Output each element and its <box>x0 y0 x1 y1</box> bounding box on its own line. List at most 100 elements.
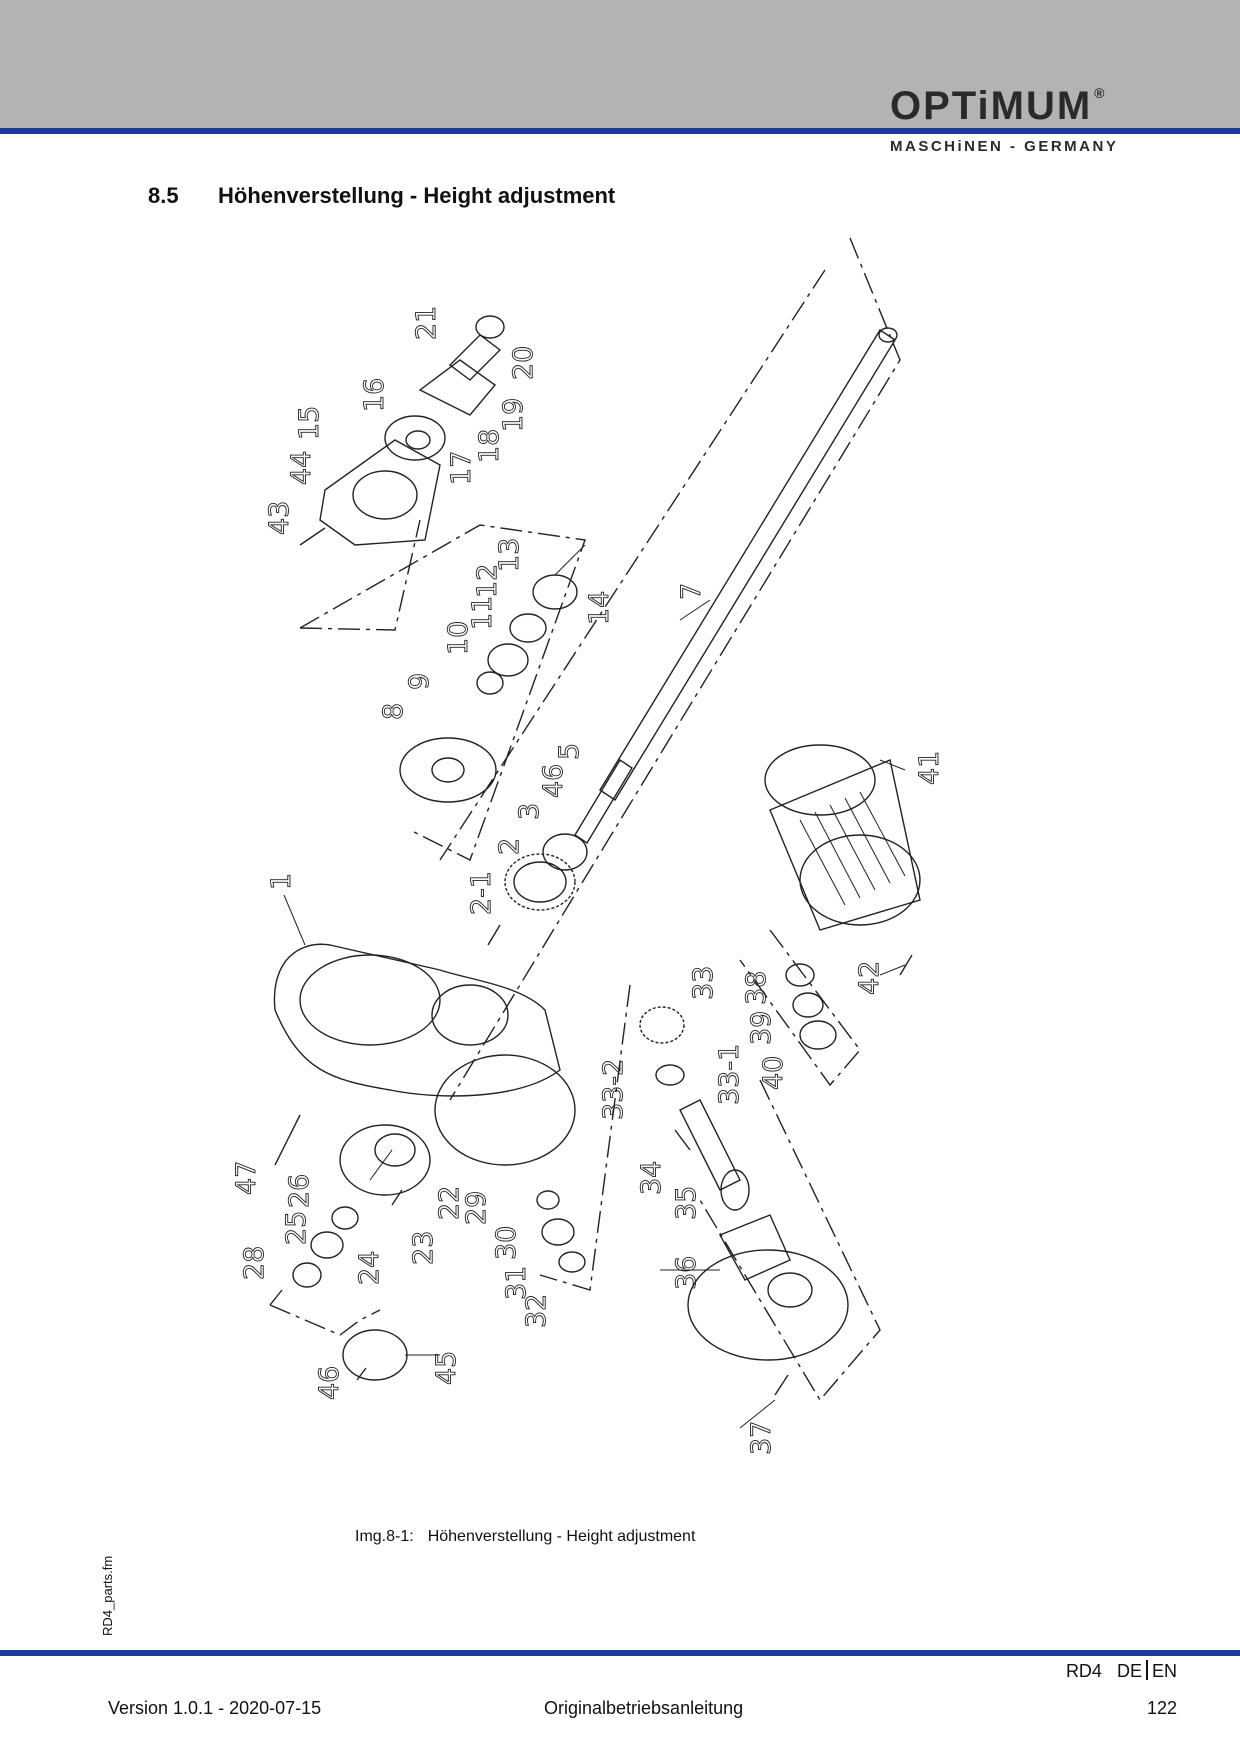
flange-part-22 <box>339 1124 431 1196</box>
screw-part-43 <box>299 527 326 546</box>
callout-13: 13 <box>494 538 525 572</box>
motor-flange-part-36 <box>687 1249 849 1361</box>
callout-9: 9 <box>404 673 435 690</box>
callout-2: 2 <box>494 838 525 855</box>
callout-46-lower: 46 <box>314 1366 345 1400</box>
callout-21: 21 <box>411 306 442 340</box>
callout-46-upper: 46 <box>538 764 569 798</box>
callout-39: 39 <box>746 1011 777 1045</box>
flange-part-18 <box>418 359 497 416</box>
sleeve-part-21 <box>448 334 502 381</box>
callout-19: 19 <box>498 398 529 432</box>
callout-26: 26 <box>284 1174 315 1208</box>
callout-10: 10 <box>443 621 474 655</box>
dash-boundary-shaft-inner <box>439 269 826 861</box>
footer-lang-separator <box>1145 1660 1148 1680</box>
callout-38: 38 <box>741 971 772 1005</box>
callout-44: 44 <box>286 451 317 485</box>
screw-part-37 <box>774 1374 789 1396</box>
shaft-part-35 <box>679 1099 741 1191</box>
callout-37: 37 <box>746 1421 777 1455</box>
footer-page-number: 122 <box>1146 1698 1177 1718</box>
ring-part-40 <box>799 1020 837 1050</box>
gearbox-housing-part-1 <box>273 943 561 1097</box>
callout-18: 18 <box>474 429 505 463</box>
callout-33-2: 33-2 <box>598 1059 629 1120</box>
ring-part-33-1 <box>655 1064 685 1086</box>
callout-23: 23 <box>408 1231 439 1265</box>
housing-bore <box>352 470 418 520</box>
section-title: Höhenverstellung - Height adjustment <box>218 183 616 208</box>
callout-29: 29 <box>461 1191 492 1225</box>
section-number: 8.5 <box>148 183 179 208</box>
footer-doc-type: Originalbetriebsanleitung <box>544 1698 744 1718</box>
callout-8: 8 <box>378 703 409 720</box>
footer-lang-de: DE <box>1116 1661 1142 1681</box>
flange-part-8 <box>399 737 497 803</box>
callout-32: 32 <box>521 1294 552 1328</box>
callout-47: 47 <box>231 1161 262 1195</box>
footer-rule <box>0 1650 1240 1656</box>
footer-version: Version 1.0.1 - 2020-07-15 <box>108 1698 322 1718</box>
callout-3: 3 <box>514 803 545 820</box>
housing-cover-flange <box>434 1054 576 1166</box>
worm-wheel-part-2 <box>504 853 576 911</box>
bearing-part-38 <box>785 963 815 987</box>
callout-30: 30 <box>491 1226 522 1260</box>
callout-17: 17 <box>446 451 477 485</box>
bearing-part-31 <box>541 1218 575 1246</box>
coupling-bore <box>405 430 431 450</box>
callout-43: 43 <box>264 501 295 535</box>
brand-subline: MASCHiNEN - GERMANY <box>890 138 1119 155</box>
screw-part-46-lower <box>356 1367 367 1381</box>
header-rule <box>0 128 1240 134</box>
brand-logo: OPTiMUM® <box>890 86 1106 126</box>
callout-40: 40 <box>758 1056 789 1090</box>
callout-33-1: 33-1 <box>714 1044 745 1105</box>
motor-flange-bore <box>767 1272 813 1308</box>
screw-part-47 <box>274 1114 301 1166</box>
callout-2-1: 2-1 <box>466 871 497 915</box>
bearing-part-30 <box>536 1190 560 1210</box>
callout-45: 45 <box>431 1351 462 1385</box>
dash-boundary-bearings <box>739 929 861 1087</box>
cap-part-20 <box>475 315 505 339</box>
shaft-threaded-end <box>574 759 633 844</box>
shaft-end <box>878 327 898 343</box>
callout-25: 25 <box>281 1211 312 1245</box>
callout-42: 42 <box>854 961 885 995</box>
bearing-part-39 <box>792 992 824 1018</box>
callout-1: 1 <box>266 873 297 890</box>
coupling-part-16 <box>384 415 446 461</box>
bearing-part-24 <box>331 1206 359 1230</box>
screw-part-28 <box>269 1289 283 1306</box>
worm-part-33 <box>639 1006 685 1044</box>
callout-22: 22 <box>434 1186 465 1220</box>
callout-16: 16 <box>359 378 390 412</box>
callout-28: 28 <box>239 1246 270 1280</box>
dash-boundary-flange-group <box>299 519 421 631</box>
callout-20: 20 <box>508 346 539 380</box>
disc-part-3 <box>542 833 588 871</box>
figure-caption: Img.8-1: Höhenverstellung - Height adjust… <box>355 1528 695 1546</box>
ring-part-12 <box>509 613 547 643</box>
motor-flange-neck <box>719 1214 791 1281</box>
registered-mark: ® <box>1094 85 1107 101</box>
callout-14: 14 <box>584 591 615 625</box>
dash-boundary-worm <box>539 984 631 1291</box>
bearing-part-25 <box>310 1231 344 1259</box>
worm-wheel-hub <box>513 861 567 903</box>
dash-boundary-motor-flange <box>699 1079 881 1402</box>
callout-34: 34 <box>636 1161 667 1195</box>
key-part-34 <box>674 1129 691 1151</box>
bearing-housing-part-15 <box>319 439 441 546</box>
header-band <box>0 0 1240 128</box>
shaft-part-7 <box>599 329 896 801</box>
caption-text: Höhenverstellung - Height adjustment <box>427 1528 696 1545</box>
caption-label: Img.8-1: <box>355 1528 414 1545</box>
nut-part-26 <box>292 1262 322 1288</box>
flange-hub <box>374 1133 416 1167</box>
callout-5: 5 <box>554 743 585 760</box>
